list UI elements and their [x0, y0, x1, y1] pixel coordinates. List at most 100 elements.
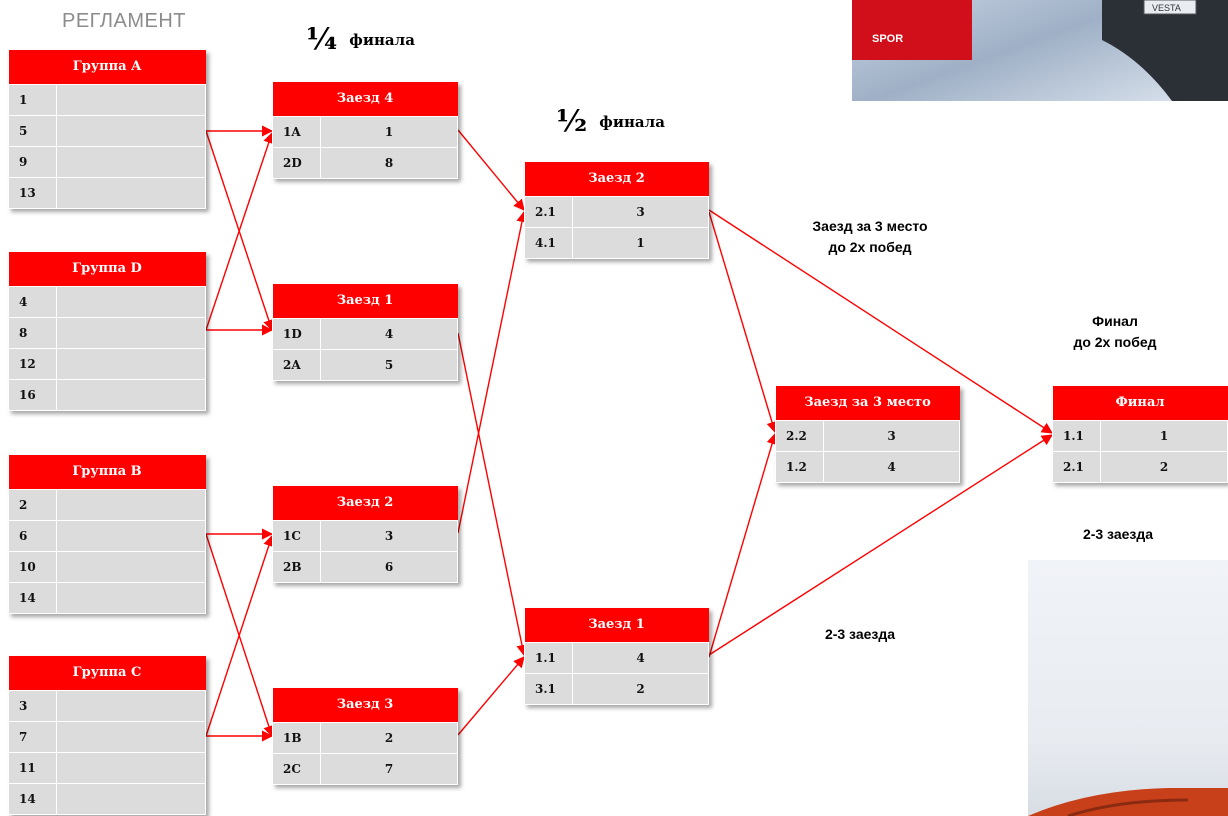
third-place-heats-note: 2-3 заезда: [824, 626, 896, 642]
third-place-note-line1: Заезд за 3 место: [812, 218, 928, 234]
group-seed: 7: [8, 721, 57, 753]
heat-seed: 1A: [272, 116, 321, 148]
heat-value: 1: [320, 116, 458, 148]
group-seed: 11: [8, 752, 57, 784]
photo-banner-text: SPOR: [872, 33, 903, 45]
group-title: Группа C: [8, 656, 206, 691]
heat-value: 2: [572, 673, 709, 705]
heat-value: 3: [572, 196, 709, 228]
heat-value: 1: [572, 227, 709, 259]
heat-value: 4: [823, 451, 960, 483]
group-slot: [56, 551, 206, 583]
heat-value: 3: [823, 420, 960, 452]
heat-value: 4: [320, 318, 458, 350]
semifinal-title: ½ финала: [556, 104, 665, 139]
heat-title: Заезд 2: [524, 162, 709, 197]
heat-value: 2: [1100, 451, 1228, 483]
arrow-d-to-q4: [205, 131, 275, 331]
group-seed: 14: [8, 582, 57, 614]
heat-seed: 2B: [272, 551, 321, 583]
group-slot: [56, 286, 206, 318]
group-slot: [56, 317, 206, 349]
group-title: Группа A: [8, 50, 206, 85]
group-seed: 13: [8, 177, 57, 209]
arrow-s2-to-final: [708, 209, 1053, 434]
group-slot: [56, 115, 206, 147]
car-photo-bottom-image: [1028, 788, 1228, 816]
photo-badge-text: VESTA: [1152, 3, 1181, 13]
group-table-b: Группа B 2 6 10 14: [8, 455, 206, 614]
heat-seed: 3.1: [524, 673, 573, 705]
arrow-s2-to-third: [708, 211, 778, 434]
group-title: Группа B: [8, 455, 206, 490]
group-seed: 16: [8, 379, 57, 411]
group-slot: [56, 489, 206, 521]
heat-seed: 2.2: [775, 420, 824, 452]
group-seed: 1: [8, 84, 57, 116]
group-slot: [56, 582, 206, 614]
group-seed: 2: [8, 489, 57, 521]
group-slot: [56, 783, 206, 815]
group-slot: [56, 690, 206, 722]
arrow-s1-to-final: [708, 434, 1053, 656]
quarterfinal-label: финала: [349, 31, 415, 49]
final-note-line2: до 2х побед: [1073, 334, 1157, 350]
semifinal-fraction: ½: [556, 104, 588, 139]
group-table-c: Группа C 3 7 11 14: [8, 656, 206, 815]
heat-seed: 4.1: [524, 227, 573, 259]
group-seed: 5: [8, 115, 57, 147]
heat-seed: 2.1: [524, 196, 573, 228]
arrow-q2-to-s2: [457, 210, 528, 534]
group-seed: 3: [8, 690, 57, 722]
group-slot: [56, 84, 206, 116]
final-heats-note: 2-3 заезда: [1082, 526, 1154, 542]
group-seed: 12: [8, 348, 57, 380]
arrow-q1-to-s1: [457, 332, 528, 657]
heat-seed: 2C: [272, 753, 321, 785]
heat-title: Заезд 4: [272, 82, 458, 117]
group-slot: [56, 146, 206, 178]
heat-title: Финал: [1052, 386, 1228, 421]
arrow-q3-to-s1: [457, 656, 525, 736]
heat-seed: 2.1: [1052, 451, 1101, 483]
arrow-c-to-q2: [205, 534, 275, 737]
group-slot: [56, 379, 206, 411]
heat-value: 5: [320, 349, 458, 381]
group-seed: 4: [8, 286, 57, 318]
group-seed: 6: [8, 520, 57, 552]
group-seed: 14: [8, 783, 57, 815]
group-slot: [56, 752, 206, 784]
final-note: Финал до 2х побед: [1040, 311, 1190, 353]
heat-seed: 1D: [272, 318, 321, 350]
quarterfinal-fraction: ¼: [306, 22, 338, 57]
page-title: РЕГЛАМЕНТ: [62, 10, 187, 32]
semifinal-label: финала: [599, 113, 665, 131]
group-seed: 10: [8, 551, 57, 583]
heat-title: Заезд за 3 место: [775, 386, 960, 421]
heat-title: Заезд 1: [524, 608, 709, 643]
group-slot: [56, 721, 206, 753]
heat-value: 3: [320, 520, 458, 552]
car-photo-top-image: SPOR VESTA: [852, 0, 1228, 101]
third-place-note: Заезд за 3 место до 2х побед: [770, 216, 970, 258]
group-table-d: Группа D 4 8 12 16: [8, 252, 206, 411]
heat-title: Заезд 1: [272, 284, 458, 319]
third-place-note-line2: до 2х побед: [828, 239, 912, 255]
heat-value: 7: [320, 753, 458, 785]
group-seed: 9: [8, 146, 57, 178]
group-seed: 8: [8, 317, 57, 349]
heat-value: 2: [320, 722, 458, 754]
heat-seed: 2D: [272, 147, 321, 179]
heat-title: Заезд 2: [272, 486, 458, 521]
group-slot: [56, 520, 206, 552]
heat-value: 1: [1100, 420, 1228, 452]
heat-seed: 1B: [272, 722, 321, 754]
heat-seed: 1C: [272, 520, 321, 552]
